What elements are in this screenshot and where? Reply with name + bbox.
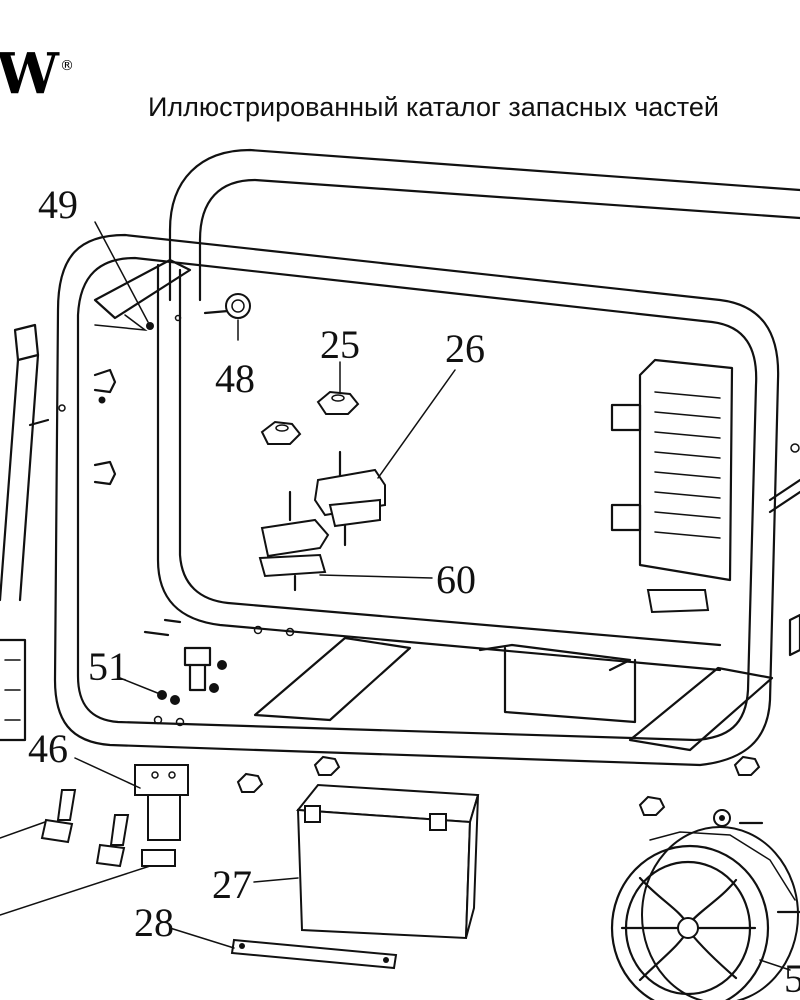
right-side-fragments (768, 443, 800, 914)
battery-part-27 (296, 783, 480, 940)
battery-bracket-part-46 (134, 764, 189, 867)
frame-rear-tube (168, 148, 800, 302)
callout-25: 25 (320, 322, 360, 367)
panel-bracket (610, 358, 734, 614)
bolt-part-48 (203, 293, 251, 319)
fastener-part-51 (143, 618, 227, 727)
wheel-part (610, 826, 799, 1000)
callout-28: 28 (134, 900, 174, 945)
callout-27: 27 (212, 862, 252, 907)
callout-5: 5 (784, 956, 800, 1000)
rubber-mount-part-60 (258, 490, 330, 592)
callout-60: 60 (436, 557, 476, 602)
nut-part-25 (260, 390, 360, 445)
registered-mark: ® (60, 58, 74, 74)
loose-nuts (236, 755, 764, 827)
callout-48: 48 (215, 356, 255, 401)
brand-logo: W (0, 41, 59, 107)
frame-front-loop (53, 233, 780, 767)
battery-strap-part-28 (230, 938, 398, 970)
frame-side-bracket (58, 258, 192, 486)
callout-46: 46 (28, 726, 68, 771)
callout-26: 26 (445, 326, 485, 371)
callout-49: 49 (38, 182, 78, 227)
leader-lines (74, 221, 791, 971)
frame-left-rail (0, 323, 50, 742)
bolts-lower-left (0, 789, 151, 916)
rubber-mount-part-26 (313, 450, 386, 547)
callout-51: 51 (88, 644, 128, 689)
frame-base-plates (253, 625, 774, 752)
page-title: Иллюстрированный каталог запасных частей (148, 92, 719, 122)
